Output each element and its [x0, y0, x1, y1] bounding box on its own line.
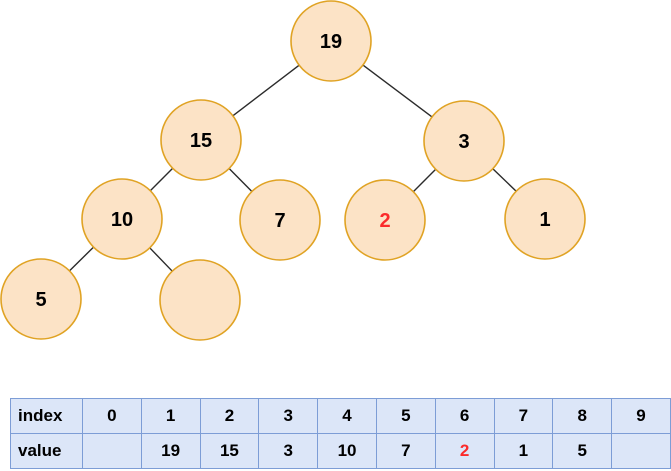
tree-node-label: 2 [379, 210, 390, 232]
tree-node-circle [290, 0, 372, 82]
tree-node-label: 15 [190, 130, 212, 152]
value-cell [81, 433, 142, 469]
tree-edge [228, 167, 253, 193]
tree-edge [149, 167, 174, 192]
tree-node[interactable]: 7 [239, 179, 321, 261]
index-cell: 7 [493, 398, 554, 434]
tree-node[interactable]: 10 [81, 178, 163, 260]
tree-node-label: 19 [320, 31, 342, 53]
tree-edge [149, 247, 173, 272]
tree-node[interactable]: 3 [423, 100, 505, 182]
tree-node-label: 1 [539, 209, 550, 231]
index-cell: 5 [375, 398, 436, 434]
index-cell: 3 [258, 398, 319, 434]
index-cell: 4 [317, 398, 377, 434]
tree-edge [492, 168, 517, 192]
value-cell: 5 [552, 433, 613, 469]
index-cell: 2 [199, 398, 260, 434]
tree-edge [232, 64, 300, 117]
tree-edge-layer [68, 64, 517, 272]
tree-edge [68, 246, 95, 272]
tree-node[interactable]: 15 [160, 99, 242, 181]
tree-node[interactable]: 19 [290, 0, 372, 82]
index-cell: 8 [552, 398, 613, 434]
value-cell: 2 [434, 433, 495, 469]
tree-node-label: 10 [111, 209, 133, 231]
value-cell: 1 [493, 433, 554, 469]
value-cell: 10 [317, 433, 377, 469]
value-cell: 19 [140, 433, 201, 469]
tree-node-circle [159, 259, 241, 341]
tree-node-label: 5 [35, 289, 46, 311]
value-cell: 7 [375, 433, 436, 469]
tree-node-circle [344, 179, 426, 261]
index-cell: 6 [434, 398, 495, 434]
tree-node-circle [504, 178, 586, 260]
tree-node-label: 7 [274, 210, 285, 232]
row-header-value: value [10, 433, 83, 469]
index-cell: 0 [81, 398, 142, 434]
index-cell: 1 [140, 398, 201, 434]
tree-edge [412, 168, 437, 193]
tree-node-circle [423, 100, 505, 182]
index-cell: 9 [611, 398, 671, 434]
tree-node-label: 3 [458, 131, 469, 153]
value-cell [611, 433, 671, 469]
tree-node[interactable]: 2 [344, 179, 426, 261]
tree-node[interactable]: 1 [504, 178, 586, 260]
tree-node-circle [239, 179, 321, 261]
row-header-index: index [10, 398, 83, 434]
value-cell: 15 [199, 433, 260, 469]
tree-node-circle [0, 258, 82, 340]
tree-node-circle [160, 99, 242, 181]
tree-edge [362, 64, 433, 118]
tree-node[interactable] [159, 259, 241, 341]
tree-node-circle [81, 178, 163, 260]
value-cell: 3 [258, 433, 319, 469]
tree-node[interactable]: 5 [0, 258, 82, 340]
